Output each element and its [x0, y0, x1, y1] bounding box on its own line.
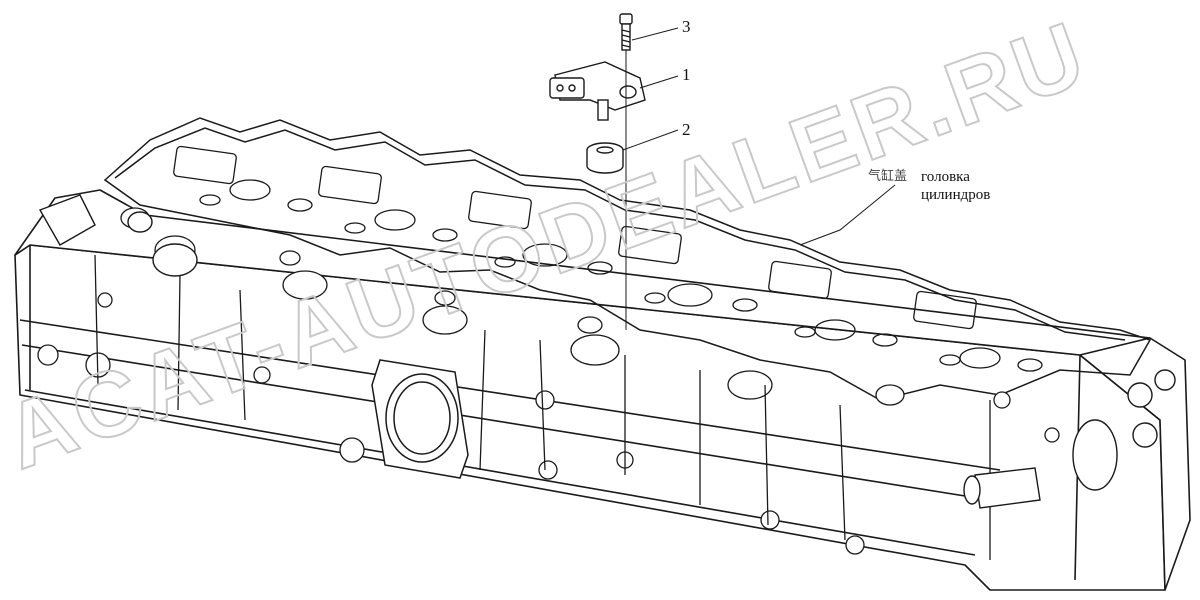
head-bottom-rail	[19, 319, 1001, 556]
bolt-part-3	[619, 13, 633, 51]
head-end-face	[1079, 337, 1191, 591]
sensor-part-1	[549, 61, 646, 121]
part-label-line1: головка	[921, 169, 970, 185]
part-label-chinese: 气缸盖	[868, 168, 907, 184]
cylinder-head	[14, 189, 1191, 591]
part-label-line2: цилиндров	[921, 187, 990, 203]
seal-part-2	[586, 142, 624, 174]
callout-3: 3	[682, 17, 691, 36]
intake-port	[371, 359, 469, 479]
leader-lines	[622, 27, 896, 246]
callout-1: 1	[682, 65, 691, 84]
left-end	[38, 194, 198, 277]
callout-2: 2	[682, 120, 691, 139]
cylinder-bays	[173, 145, 1043, 372]
end-features	[963, 369, 1176, 509]
